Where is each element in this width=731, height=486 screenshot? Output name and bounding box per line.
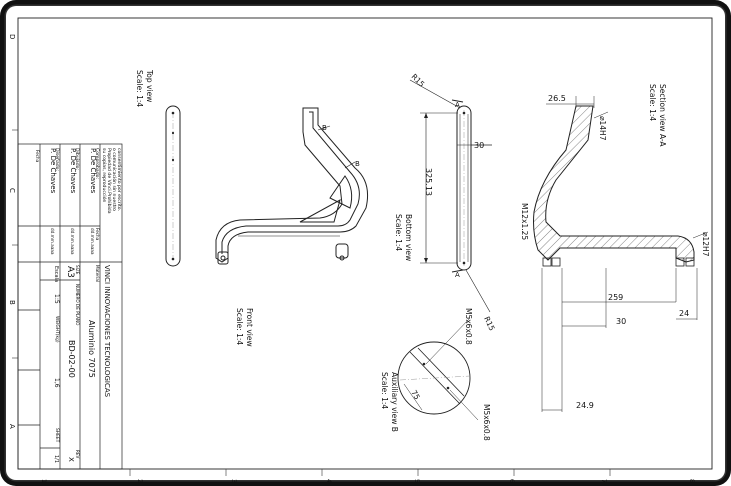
header-fecha-1: Fecha <box>35 150 40 163</box>
zone-num-4: 4 <box>325 479 332 483</box>
bottom-view-scale: Scale: 1:4 <box>394 214 403 251</box>
zone-label-c: C <box>8 188 16 193</box>
title-block-text: Propiedad de Vinci.Prohibida su copias, … <box>35 148 122 463</box>
date-3: dd.mm.aaaa <box>50 228 55 255</box>
rev-label: REV <box>75 450 80 459</box>
company-name: VINCI INNOVACIONES TECNOLOGICAS <box>103 265 111 398</box>
weight-value: 1,6 <box>53 378 60 388</box>
dim-m12: M12x1.25 <box>520 203 529 240</box>
section-label-b1: B <box>322 124 327 132</box>
dim-m5-bottom: M5x6x0.8 <box>482 404 491 441</box>
section-view-scale: Scale: 1:4 <box>648 84 657 121</box>
name-dibujado: P. De Chaves <box>69 148 77 194</box>
dim-24: 24 <box>679 309 689 318</box>
auxiliary-view-title: Auxiliary view B <box>390 372 399 432</box>
header-fecha-2: Fecha <box>95 228 100 241</box>
zone-num-3: 3 <box>230 479 237 483</box>
top-view: Top view Scale: 1:4 <box>135 69 181 267</box>
section-view-title: Section view A-A <box>658 84 667 147</box>
copyright-line-2: su copias, reproducción <box>101 148 108 203</box>
size-value: A3 <box>65 266 75 278</box>
dim-r15-top: R15 <box>410 72 427 89</box>
section-marker-a-top: A <box>455 101 460 109</box>
svg-text:consentimiento por escrito.: consentimiento por escrito. <box>116 148 122 211</box>
escala-value: 1:5 <box>53 294 60 304</box>
copyright-line-1: Propiedad de Vinci.Prohibida <box>106 148 112 214</box>
front-view-scale: Scale: 1:4 <box>235 308 244 345</box>
front-view-title: Front view <box>245 308 254 347</box>
header-disenado: Diseñado: <box>54 148 60 171</box>
auxiliary-view-scale: Scale: 1:4 <box>380 372 389 409</box>
dim-24-9: 24.9 <box>576 401 594 410</box>
zone-num-1: 1 <box>40 479 47 483</box>
zone-num-7: 7 <box>600 479 607 483</box>
material-label: Material <box>95 265 100 282</box>
zone-label-d: D <box>8 34 16 39</box>
top-view-title: Top view <box>145 69 154 102</box>
zone-num-8: 8 <box>688 479 695 483</box>
dim-12h7: ⌀12H7 <box>701 232 710 257</box>
weight-label: WEIGHT(kg) <box>54 316 60 343</box>
section-marker-a-bottom: A <box>455 271 460 279</box>
dim-259: 259 <box>608 293 623 302</box>
dim-325-13: 325.13 <box>424 168 433 196</box>
sheet-label: SHEET <box>54 428 60 443</box>
zone-num-2: 2 <box>136 479 143 483</box>
copyright-line-3: o comunicación sin nuestro <box>111 148 118 211</box>
zone-markers-left: D C B A <box>8 34 18 429</box>
dim-m5-top: M5x6x0.8 <box>464 308 473 345</box>
dim-26-5: 26.5 <box>548 94 566 103</box>
date-2: dd.mm.aaaa <box>70 228 75 255</box>
svg-text:Propiedad de Vinci.Prohibida: Propiedad de Vinci.Prohibida <box>106 148 112 214</box>
front-view <box>215 107 369 265</box>
escala-label: Escala <box>53 266 59 282</box>
material-value: Aluminio 7075 <box>87 320 96 378</box>
dim-30: 30 <box>474 141 484 150</box>
date-1: dd.mm.aaaa <box>90 228 95 255</box>
header-dibujado: Dibujado: <box>74 148 80 170</box>
copyright-line-4: consentimiento por escrito. <box>116 148 122 211</box>
bottom-view <box>409 79 492 313</box>
dim-r15-bottom: R15 <box>482 315 496 332</box>
zone-num-6: 6 <box>508 479 515 483</box>
bottom-view-title: Bottom view <box>404 214 413 261</box>
dim-75: 75 <box>409 389 422 402</box>
plano-label: NUMERO DE PLANO <box>75 284 80 326</box>
zone-label-a: A <box>8 424 16 429</box>
zone-num-5: 5 <box>413 479 420 483</box>
top-view-scale: Scale: 1:4 <box>135 70 144 107</box>
dim-30-section: 30 <box>616 317 626 326</box>
section-label-b2: B <box>355 160 360 168</box>
svg-text:o comunicación sin nuestro: o comunicación sin nuestro <box>111 148 118 211</box>
name-disenado: P. De Chaves <box>49 148 57 194</box>
header-comprobado: Comprobado: <box>94 148 100 179</box>
zone-markers-bottom: 1 2 3 4 5 6 7 8 <box>40 469 695 483</box>
sheet-value: 1/1 <box>53 455 59 463</box>
dim-14h7: ⌀14H7 <box>598 116 607 141</box>
title-block <box>17 143 123 470</box>
plano-value: BD-02-00 <box>67 340 76 378</box>
size-label: SIZE <box>75 265 80 275</box>
name-comprobado: P. De Chaves <box>89 148 97 194</box>
svg-text:su copias, reproducción: su copias, reproducción <box>101 148 108 203</box>
section-view <box>533 96 709 412</box>
auxiliary-view <box>397 317 479 421</box>
zone-label-b: B <box>8 300 16 305</box>
rev-value: X <box>67 457 75 462</box>
